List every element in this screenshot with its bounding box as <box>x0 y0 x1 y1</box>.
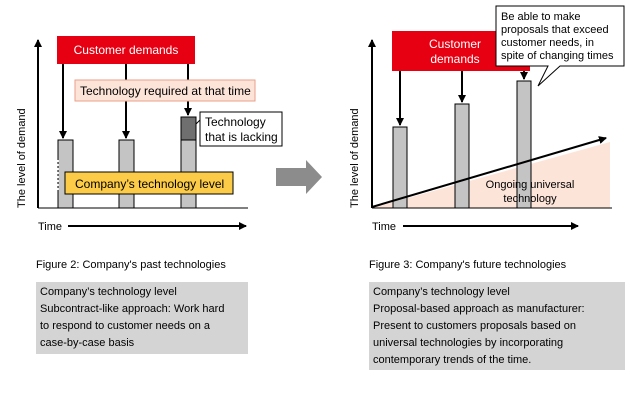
universal-tech-area <box>372 142 610 208</box>
description-line: Company’s technology level <box>40 286 177 298</box>
tech-lacking-line-1: Technology <box>205 115 266 129</box>
customer-demands-line-2: demands <box>430 52 479 66</box>
company-level-label: Company’s technology level <box>75 177 224 191</box>
tech-required-label: Technology required at that time <box>80 84 251 98</box>
figure-3-caption: Figure 3: Company's future technologies <box>369 259 567 271</box>
universal-tech-line-2: technology <box>503 193 557 205</box>
bar-3 <box>516 80 532 209</box>
x-axis-label: Time <box>38 221 62 233</box>
figure-3: The level of demand Time Customer demand… <box>349 5 625 233</box>
y-axis-label: The level of demand <box>349 108 361 208</box>
description-line: Subcontract-like approach: Work hard <box>40 303 225 315</box>
description-line: Proposal-based approach as manufacturer: <box>373 303 585 315</box>
description-line: contemporary trends of the time. <box>373 354 532 366</box>
callout-line-3: customer needs, in <box>501 37 594 49</box>
x-axis-label: Time <box>372 221 396 233</box>
bar-3-lacking-segment <box>180 116 197 141</box>
callout-box <box>495 5 625 87</box>
tech-lacking-box <box>199 111 283 147</box>
tech-lacking-line-2: that is lacking <box>205 130 278 144</box>
universal-tech-arrow <box>371 136 607 208</box>
bar-1 <box>392 126 408 209</box>
company-level-box <box>64 171 234 195</box>
customer-demands-line-1: Customer <box>429 37 481 51</box>
description-line: Company’s technology level <box>373 286 510 298</box>
figure-3-description: Company’s technology level Proposal-base… <box>369 282 625 370</box>
y-axis-label: The level of demand <box>16 108 28 208</box>
tech-required-box <box>74 79 256 102</box>
description-line: Present to customers proposals based on <box>373 320 577 332</box>
customer-demands-box <box>57 36 195 64</box>
universal-tech-line-1: Ongoing universal <box>486 179 575 191</box>
figure-2: The level of demand Time Customer demand… <box>16 36 283 233</box>
callout-line-2: proposals that exceed <box>501 24 609 36</box>
customer-demands-label: Customer demands <box>74 43 179 57</box>
figure-2-caption: Figure 2: Company's past technologies <box>36 259 226 271</box>
description-line: universal technologies by incorporating <box>373 337 564 349</box>
tech-lacking-pointer <box>195 119 201 125</box>
bar-2 <box>454 103 470 209</box>
callout-line-1: Be able to make <box>501 11 581 23</box>
description-line: case-by-case basis <box>40 337 135 349</box>
right-arrow-icon <box>276 160 322 194</box>
description-line: to respond to customer needs on a <box>40 320 210 332</box>
callout-line-4: spite of changing times <box>501 50 614 62</box>
figure-2-description: Company’s technology level Subcontract-l… <box>36 282 248 354</box>
